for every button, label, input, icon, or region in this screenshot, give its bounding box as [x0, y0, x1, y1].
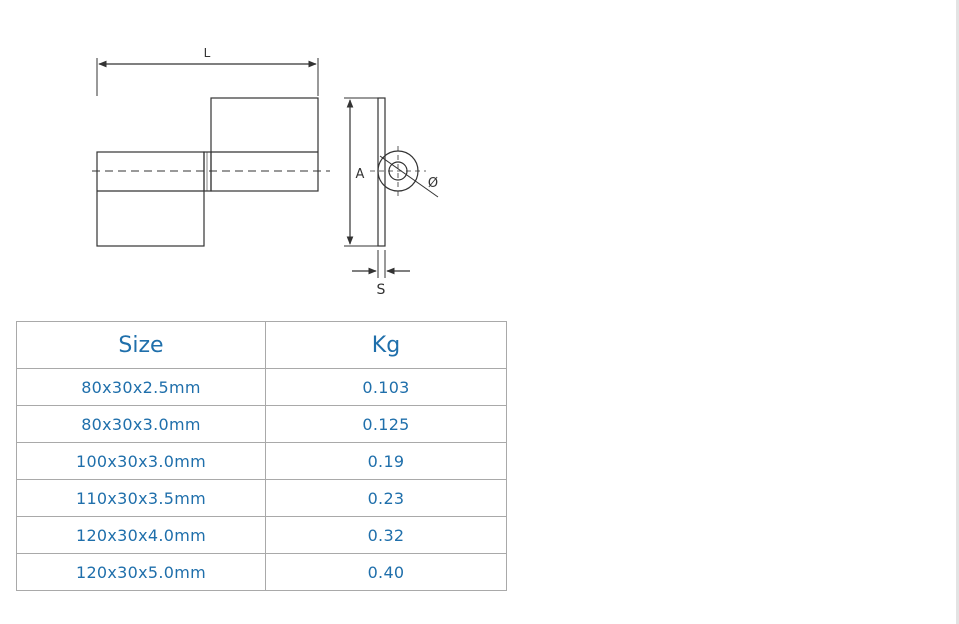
weight-cell: 0.32 [265, 516, 507, 554]
size-cell: 120x30x5.0mm [16, 553, 266, 591]
weight-cell: 0.19 [265, 442, 507, 480]
length-label: L [204, 46, 211, 60]
table-row: 80x30x3.0mm 0.125 [16, 405, 507, 443]
table-row: 120x30x4.0mm 0.32 [16, 516, 507, 554]
table-row: 80x30x2.5mm 0.103 [16, 368, 507, 406]
diameter-label: Ø [428, 176, 438, 191]
hinge-side-view [370, 97, 439, 247]
size-weight-table: Size Kg 80x30x2.5mm 0.103 80x30x3.0mm 0.… [16, 321, 507, 591]
page-scroll-edge [956, 0, 959, 624]
thickness-label: S [377, 282, 386, 298]
table-row: 120x30x5.0mm 0.40 [16, 553, 507, 591]
weight-cell: 0.125 [265, 405, 507, 443]
column-header-size: Size [16, 321, 266, 369]
length-dimension: L [96, 46, 319, 96]
table-header-row: Size Kg [16, 321, 507, 369]
weight-cell: 0.103 [265, 368, 507, 406]
size-cell: 120x30x4.0mm [16, 516, 266, 554]
hinge-front-view [92, 97, 330, 247]
height-dimension: A [344, 97, 378, 247]
table-row: 110x30x3.5mm 0.23 [16, 479, 507, 517]
weight-cell: 0.23 [265, 479, 507, 517]
height-label: A [356, 167, 365, 182]
column-header-kg: Kg [265, 321, 507, 369]
size-cell: 80x30x3.0mm [16, 405, 266, 443]
hinge-technical-drawing: L A Ø S [92, 46, 439, 298]
weight-cell: 0.40 [265, 553, 507, 591]
size-cell: 80x30x2.5mm [16, 368, 266, 406]
size-cell: 110x30x3.5mm [16, 479, 266, 517]
table-row: 100x30x3.0mm 0.19 [16, 442, 507, 480]
size-cell: 100x30x3.0mm [16, 442, 266, 480]
thickness-dimension: S [352, 250, 410, 298]
